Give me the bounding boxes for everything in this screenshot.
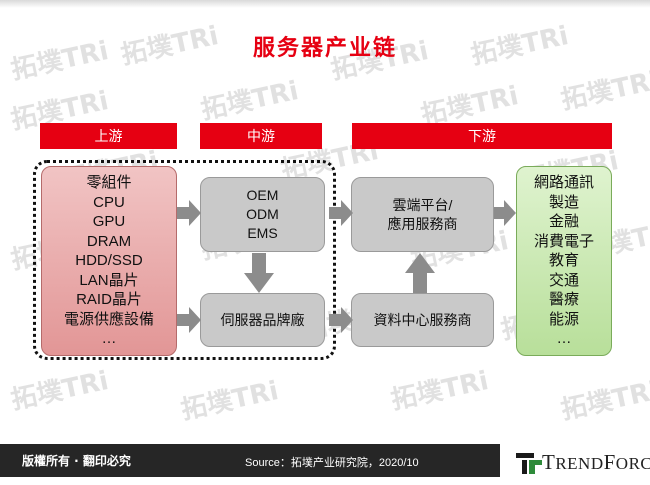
component-item: HDD/SSD — [75, 252, 143, 270]
application-item: 能源 — [548, 310, 579, 328]
component-item: … — [101, 330, 117, 348]
component-item: 零組件 — [86, 174, 132, 192]
cloud-platform-item: 雲端平台/ — [392, 196, 453, 213]
component-item: RAID晶片 — [76, 291, 142, 309]
application-item: 消費電子 — [533, 232, 594, 250]
server-brand-label: 伺服器品牌廠 — [220, 311, 305, 328]
watermark: 拓墣TRi — [8, 366, 112, 416]
application-item: 教育 — [548, 252, 579, 270]
application-item: 醫療 — [548, 291, 579, 309]
application-item: 交通 — [548, 271, 579, 289]
application-item: 製造 — [548, 193, 579, 211]
manufacturer-item: ODM — [246, 206, 279, 222]
application-item: 網路通訊 — [533, 174, 594, 192]
top-bar — [0, 0, 650, 8]
stage-midstream: 中游 — [200, 123, 322, 149]
component-item: CPU — [93, 193, 125, 211]
arrow-cloud-to-applications-icon — [494, 200, 516, 226]
arrow-manufacturers-to-brand-icon — [244, 253, 274, 293]
trendforce-logo-mark-icon — [516, 452, 542, 474]
component-item: GPU — [92, 213, 126, 231]
application-item: 金融 — [548, 213, 579, 231]
component-item: DRAM — [86, 232, 132, 250]
application-item: … — [556, 330, 572, 348]
manufacturer-item: OEM — [246, 187, 279, 203]
stage-downstream: 下游 — [352, 123, 612, 149]
arrow-components-to-brand-icon — [177, 307, 201, 333]
datacenter-label: 資料中心服務商 — [373, 311, 472, 328]
logo-wordmark: TRENDFORCE — [542, 450, 650, 474]
trendforce-logo: TRENDFORCE — [516, 450, 650, 475]
box-server-brand: 伺服器品牌廠 — [200, 293, 325, 347]
watermark: 拓墣TRi — [178, 376, 282, 426]
cloud-platform-list: 雲端平台/應用服務商 — [388, 196, 458, 234]
arrow-brand-to-datacenter-icon — [329, 307, 353, 333]
footer-bar — [0, 444, 500, 477]
upstream-midstream-group-outline — [33, 160, 336, 360]
box-manufacturers: OEM ODM EMS — [200, 177, 325, 252]
box-applications: 網路通訊製造金融消費電子教育交通醫療能源 … — [516, 166, 612, 356]
arrow-manufacturers-to-cloud-icon — [329, 200, 353, 226]
applications-list: 網路通訊製造金融消費電子教育交通醫療能源 … — [534, 173, 594, 349]
watermark: 拓墣TRi — [558, 66, 650, 116]
stage-upstream: 上游 — [40, 123, 177, 149]
cloud-platform-item: 應用服務商 — [387, 215, 458, 232]
component-item: 電源供應設備 — [63, 310, 154, 328]
box-datacenter: 資料中心服務商 — [351, 293, 494, 347]
component-item: LAN晶片 — [79, 271, 139, 289]
watermark: 拓墣TRi — [388, 366, 492, 416]
box-cloud-platform: 雲端平台/應用服務商 — [351, 177, 494, 252]
watermark: 拓墣TRi — [558, 376, 650, 426]
manufacturers-list: OEM ODM EMS — [246, 186, 279, 243]
diagram-title: 服务器产业链 — [252, 35, 397, 61]
arrow-datacenter-to-cloud-icon — [405, 253, 435, 293]
arrow-components-to-manufacturers-icon — [177, 200, 201, 226]
manufacturer-item: EMS — [247, 225, 278, 241]
source-text: Source：拓墣产业研究院，2020/10 — [245, 457, 419, 469]
copyright-text: 版權所有 · 翻印必究 — [22, 454, 131, 468]
watermark: 拓墣TRi — [198, 76, 302, 126]
